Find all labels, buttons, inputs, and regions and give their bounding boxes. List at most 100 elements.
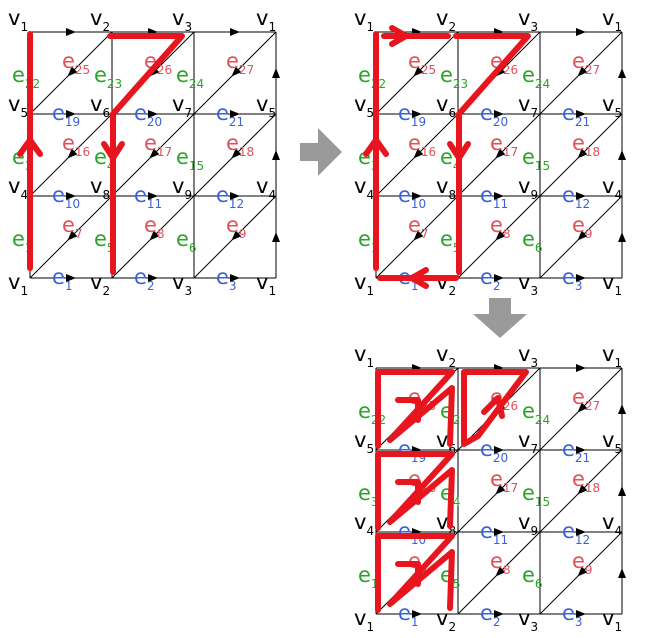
vertex-label: v5 [602,92,622,120]
vertex-label: v2 [436,342,456,370]
edge-label-red: e17 [490,467,518,495]
edge-direction-arrowhead [67,66,78,77]
red-zigzag-arrowhead [395,397,421,423]
vertex-label: v2 [90,270,110,298]
edge-label-red: e27 [572,49,600,77]
vertex-label: v5 [354,428,374,456]
edge-label-blue: e20 [480,101,508,129]
red-zigzag-arrowhead [395,561,421,587]
red-triangle-path [461,369,529,447]
vertex-label: v1 [354,342,374,370]
edge-direction-arrowhead [66,192,76,200]
edge-label-blue: e12 [216,183,244,211]
vertex-label: v1 [602,270,622,298]
edge-direction-arrowhead [576,364,586,372]
vertex-label: v3 [518,6,538,34]
vertex-label: v8 [436,174,456,202]
edge-direction-arrowhead [577,66,588,77]
edge-direction-arrowhead [230,274,240,282]
edge-label-green: e22 [12,63,40,91]
vertex-label: v6 [436,428,456,456]
edge-label-red: e17 [144,131,172,159]
edge-label-red: e8 [144,213,165,241]
edge-direction-arrowhead [494,110,504,118]
edge-direction-arrowhead [412,192,422,200]
edge-direction-arrowhead [149,230,160,241]
edge-direction-arrowhead [67,230,78,241]
edge-direction-arrowhead [618,232,626,242]
edge-label-blue: e10 [52,183,80,211]
vertex-label: v1 [8,270,28,298]
edge-label-green: e23 [440,63,468,91]
edge-label-red: e9 [572,549,593,577]
edge-direction-arrowhead [576,610,586,618]
edge-direction-arrowhead [495,148,506,159]
red-zigzag-arrowhead [395,479,421,505]
edge-direction-arrowhead [577,230,588,241]
vertex-label: v6 [90,92,110,120]
edge-direction-arrowhead [272,232,280,242]
vertex-label: v8 [90,174,110,202]
edge-label-green: e24 [176,63,204,91]
edge-label-green: e24 [522,63,550,91]
vertex-label: v7 [172,92,192,120]
vertex-label: v2 [436,606,456,634]
edge-label-red: e16 [62,131,90,159]
edge-label-blue: e3 [562,265,583,293]
edge-label-blue: e11 [480,183,508,211]
edge-label-red: e27 [572,385,600,413]
vertex-label: v2 [90,6,110,34]
edge-label-green: e22 [358,399,386,427]
edge-direction-arrowhead [495,566,506,577]
edge-label-red: e8 [490,213,511,241]
edge-direction-arrowhead [231,230,242,241]
vertex-label: v3 [172,270,192,298]
vertex-label: v3 [518,342,538,370]
edge-label-red: e7 [408,213,429,241]
vertex-label: v5 [354,92,374,120]
edge-label-red: e18 [572,131,600,159]
edge-label-red: e9 [226,213,247,241]
edge-label-blue: e19 [398,101,426,129]
edge-label-red: e7 [62,213,83,241]
edge-direction-arrowhead [272,68,280,78]
edge-label-blue: e21 [216,101,244,129]
edge-direction-arrowhead [577,566,588,577]
edge-direction-arrowhead [413,148,424,159]
vertex-label: v9 [518,174,538,202]
edge-label-red: e8 [490,549,511,577]
vertex-label: v5 [8,92,28,120]
vertex-label: v8 [436,510,456,538]
vertex-label: v4 [354,510,374,538]
red-triangle-arrowhead [481,395,505,419]
vertex-label: v1 [602,606,622,634]
edge-direction-arrowhead [618,150,626,160]
vertex-label: v9 [518,510,538,538]
vertex-label: v6 [436,92,456,120]
edge-label-blue: e10 [398,183,426,211]
edge-label-green: e15 [176,145,204,173]
vertex-label: v5 [602,428,622,456]
edge-direction-arrowhead [495,484,506,495]
edge-label-red: e17 [490,131,518,159]
edge-direction-arrowhead [66,274,76,282]
edge-direction-arrowhead [148,192,158,200]
edge-label-red: e9 [572,213,593,241]
vertex-label: v1 [354,606,374,634]
edge-direction-arrowhead [618,486,626,496]
edge-label-blue: e19 [52,101,80,129]
red-arrowhead-up [17,137,43,157]
edge-label-blue: e11 [480,519,508,547]
red-arrowhead-left [409,267,429,289]
edge-direction-arrowhead [67,148,78,159]
edge-label-blue: e21 [562,101,590,129]
edge-direction-arrowhead [576,192,586,200]
edge-direction-arrowhead [230,110,240,118]
edge-direction-arrowhead [231,66,242,77]
edge-label-blue: e12 [562,183,590,211]
vertex-label: v1 [256,270,276,298]
edge-label-red: e16 [408,131,436,159]
vertex-label: v3 [518,270,538,298]
